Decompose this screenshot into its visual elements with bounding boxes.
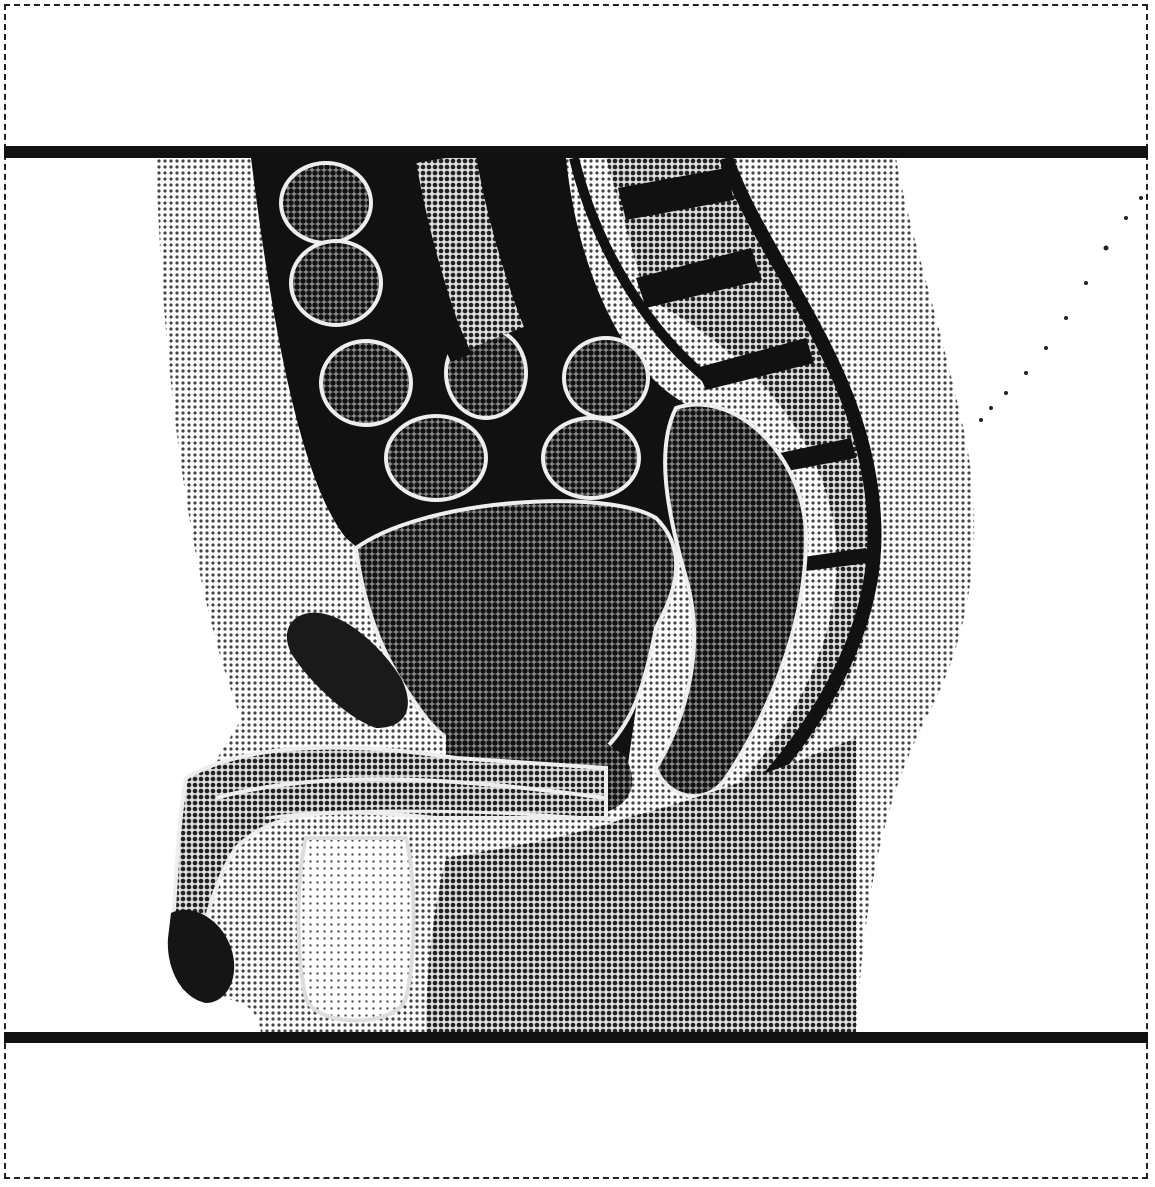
anatomy-figure <box>6 158 1146 1032</box>
bottom-divider <box>4 1032 1148 1043</box>
footer-panel <box>6 1043 1146 1177</box>
top-divider <box>4 146 1148 158</box>
header-panel <box>6 6 1146 146</box>
anatomy-illustration-icon <box>6 158 1146 1032</box>
